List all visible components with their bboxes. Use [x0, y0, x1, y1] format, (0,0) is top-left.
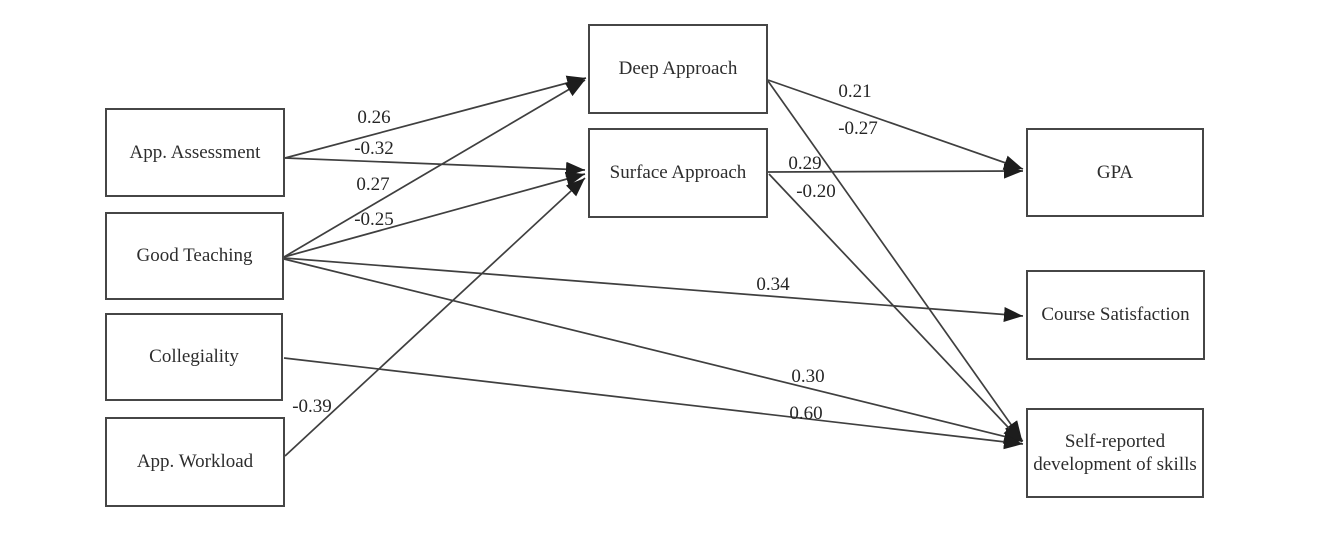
node-app-workload: App. Workload	[105, 417, 285, 507]
node-label-app-assessment: App. Assessment	[129, 141, 261, 163]
node-label-good-teaching: Good Teaching	[136, 245, 253, 267]
coefficient-deep-approach-to-gpa: 0.21	[838, 81, 872, 102]
node-label-skills: Self-reported development of skills	[1033, 430, 1197, 475]
node-skills: Self-reported development of skills	[1026, 408, 1204, 498]
coefficient-collegiality-to-skills: 0.60	[789, 403, 823, 424]
edge-good-teaching-to-deep-approach	[283, 79, 586, 258]
node-label-surface-approach: Surface Approach	[609, 162, 747, 184]
node-label-collegiality: Collegiality	[149, 346, 239, 368]
edge-surface-approach-to-gpa	[767, 163, 1024, 179]
node-deep-approach: Deep Approach	[588, 24, 768, 114]
edge-surface-approach-to-skills	[768, 173, 1023, 443]
edge-app-assessment-to-deep-approach	[284, 75, 587, 159]
node-label-course-satisfaction: Course Satisfaction	[1041, 304, 1190, 326]
edge-deep-approach-to-gpa	[767, 79, 1024, 170]
edge-good-teaching-to-surface-approach	[283, 171, 586, 258]
coefficient-good-teaching-to-deep-approach: 0.27	[356, 174, 390, 195]
edge-app-assessment-to-surface-approach	[284, 157, 586, 177]
node-surface-approach: Surface Approach	[588, 128, 768, 218]
node-label-app-workload: App. Workload	[136, 451, 254, 473]
coefficient-app-assessment-to-deep-approach: 0.26	[357, 107, 391, 128]
coefficient-app-workload-to-surface-approach: -0.39	[292, 396, 332, 417]
edge-collegiality-to-skills	[283, 357, 1024, 450]
edge-deep-approach-to-skills	[767, 80, 1023, 441]
node-course-satisfaction: Course Satisfaction	[1026, 270, 1205, 360]
node-good-teaching: Good Teaching	[105, 212, 284, 300]
node-collegiality: Collegiality	[105, 313, 283, 401]
node-app-assessment: App. Assessment	[105, 108, 285, 197]
node-label-deep-approach: Deep Approach	[618, 58, 738, 80]
coefficient-good-teaching-to-course-satisfaction: 0.34	[756, 274, 790, 295]
coefficient-good-teaching-to-skills: 0.30	[791, 366, 825, 387]
coefficient-surface-approach-to-gpa: -0.27	[838, 118, 878, 139]
edge-good-teaching-to-skills	[283, 258, 1024, 444]
edge-app-workload-to-surface-approach	[284, 177, 586, 457]
coefficient-good-teaching-to-surface-approach: -0.25	[354, 209, 394, 230]
node-gpa: GPA	[1026, 128, 1204, 217]
coefficient-surface-approach-to-skills: -0.20	[796, 181, 836, 202]
edge-good-teaching-to-course-satisfaction	[283, 257, 1024, 322]
coefficient-app-assessment-to-surface-approach: -0.32	[354, 138, 394, 159]
node-label-gpa: GPA	[1096, 161, 1134, 183]
coefficient-deep-approach-to-skills: 0.29	[788, 153, 822, 174]
